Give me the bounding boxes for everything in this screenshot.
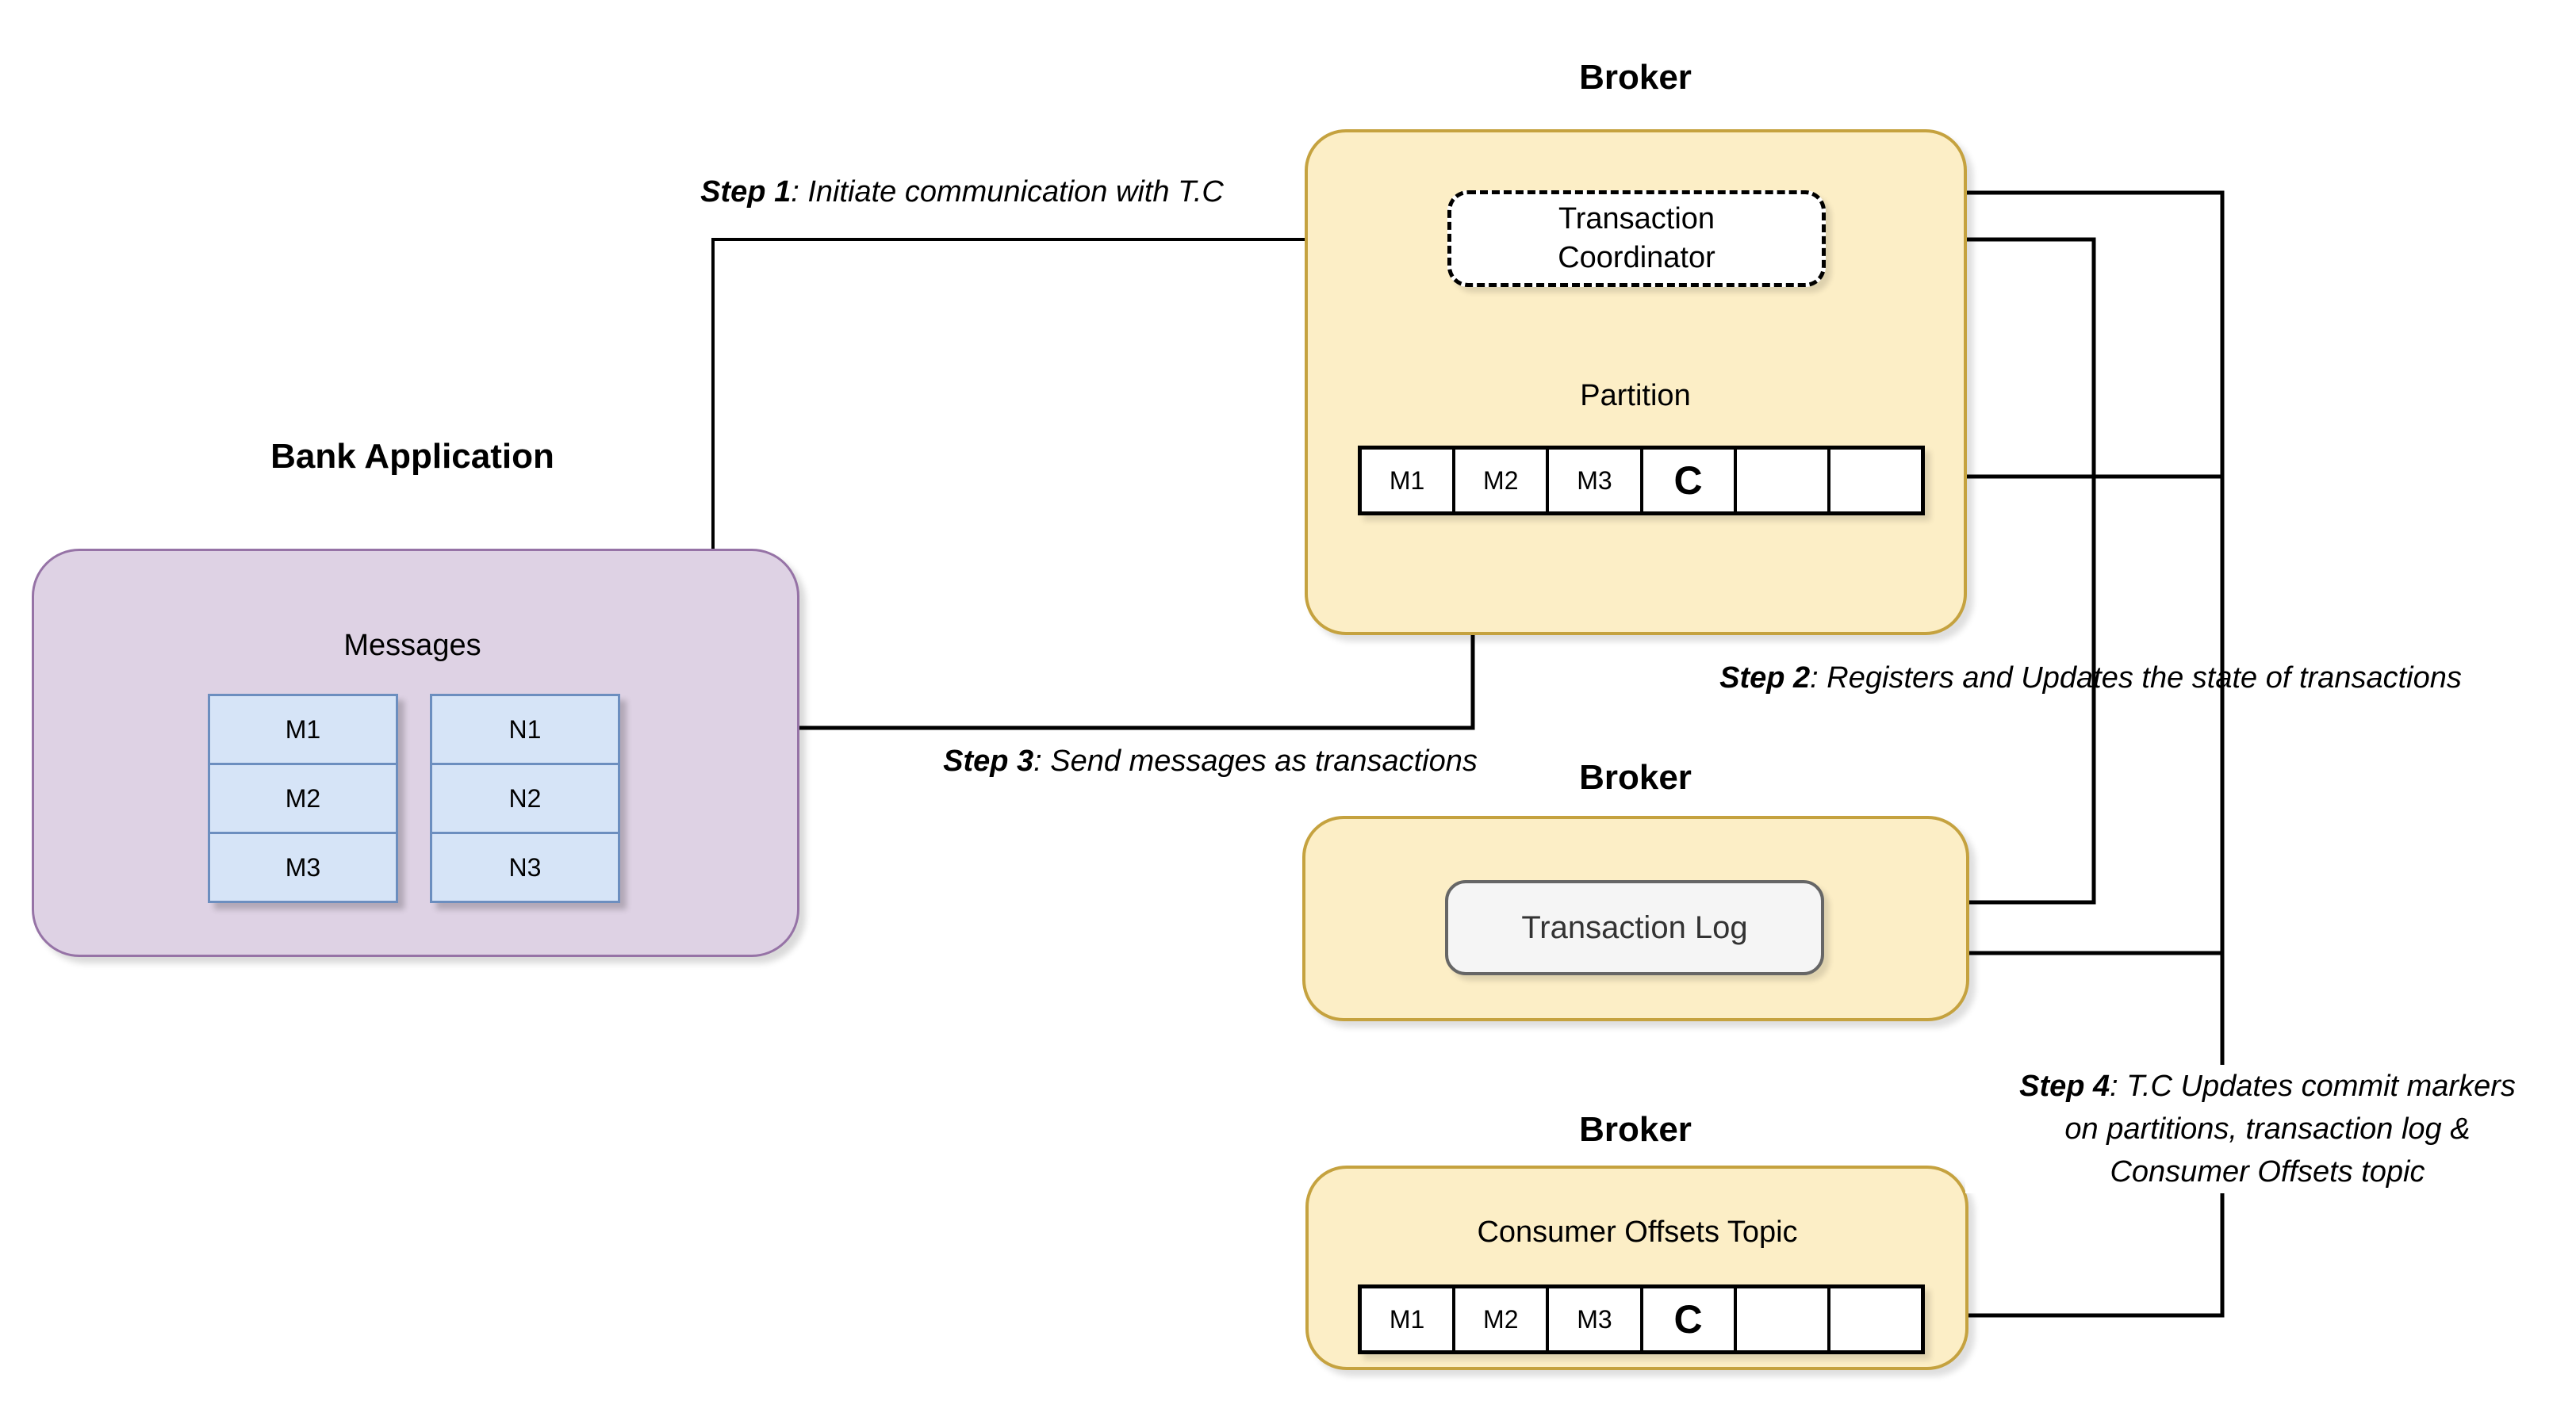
step4-text: : T.C Updates commit markers (2110, 1070, 2516, 1103)
step4-prefix: Step 4 (2019, 1070, 2110, 1103)
bank-application-box (32, 549, 799, 957)
message-cell: M1 (210, 696, 396, 765)
m-messages-stack: M1 M2 M3 (208, 694, 398, 903)
n-messages-stack: N1 N2 N3 (430, 694, 620, 903)
offsets-cell-empty (1830, 1288, 1921, 1350)
partition-row: M1 M2 M3 C (1358, 446, 1925, 515)
middle-broker-title: Broker (1579, 758, 1692, 797)
offsets-cell: M3 (1549, 1288, 1643, 1350)
step3-prefix: Step 3 (943, 745, 1034, 778)
commit-marker-cell: C (1643, 450, 1737, 511)
step4-label: Step 4: T.C Updates commit markers on pa… (1965, 1065, 2570, 1193)
message-cell: M2 (210, 765, 396, 834)
step1-label: Step 1: Initiate communication with T.C (657, 170, 1267, 213)
messages-label: Messages (343, 629, 481, 662)
offsets-cell: M2 (1455, 1288, 1550, 1350)
bank-application-title: Bank Application (270, 437, 554, 476)
transaction-coordinator-label: Transaction Coordinator (1558, 202, 1715, 274)
step4-line3: Consumer Offsets topic (2110, 1155, 2425, 1189)
step1-prefix: Step 1 (700, 175, 792, 209)
commit-marker-cell: C (1643, 1288, 1737, 1350)
step1-arrow (711, 228, 1443, 549)
bottom-broker-title: Broker (1579, 1110, 1692, 1149)
consumer-offsets-topic-label: Consumer Offsets Topic (1477, 1215, 1798, 1249)
partition-cell-empty (1830, 450, 1921, 511)
top-broker-title: Broker (1579, 58, 1692, 97)
offsets-cell: M1 (1362, 1288, 1456, 1350)
step4-trunk-arrow (1826, 190, 2225, 1327)
transaction-log-box: Transaction Log (1445, 880, 1824, 975)
offsets-cell-empty (1737, 1288, 1830, 1350)
message-cell: N2 (432, 765, 618, 834)
message-cell: M3 (285, 852, 321, 882)
transaction-coordinator-box: Transaction Coordinator (1447, 190, 1826, 287)
step2-label: Step 2: Registers and Updates the state … (1689, 657, 2492, 699)
step4-line2: on partitions, transaction log & (2064, 1112, 2471, 1146)
partition-cell: M1 (1362, 450, 1456, 511)
step2-text: : Registers and Updates the state of tra… (1810, 661, 2462, 695)
step3-text: : Send messages as transactions (1033, 745, 1478, 778)
message-cell: N3 (508, 852, 542, 882)
consumer-offsets-row: M1 M2 M3 C (1358, 1284, 1925, 1354)
partition-cell-empty (1737, 450, 1830, 511)
transaction-log-label: Transaction Log (1521, 909, 1748, 945)
step4-line1: Step 4: T.C Updates commit markers (1965, 1065, 2570, 1108)
partition-cell: M3 (1549, 450, 1643, 511)
partition-label: Partition (1580, 379, 1691, 412)
message-cell: N1 (432, 696, 618, 765)
step1-text: : Initiate communication with T.C (791, 175, 1224, 209)
partition-cell: M2 (1455, 450, 1550, 511)
step2-prefix: Step 2 (1719, 661, 1811, 695)
step3-label: Step 3: Send messages as transactions (901, 740, 1520, 783)
